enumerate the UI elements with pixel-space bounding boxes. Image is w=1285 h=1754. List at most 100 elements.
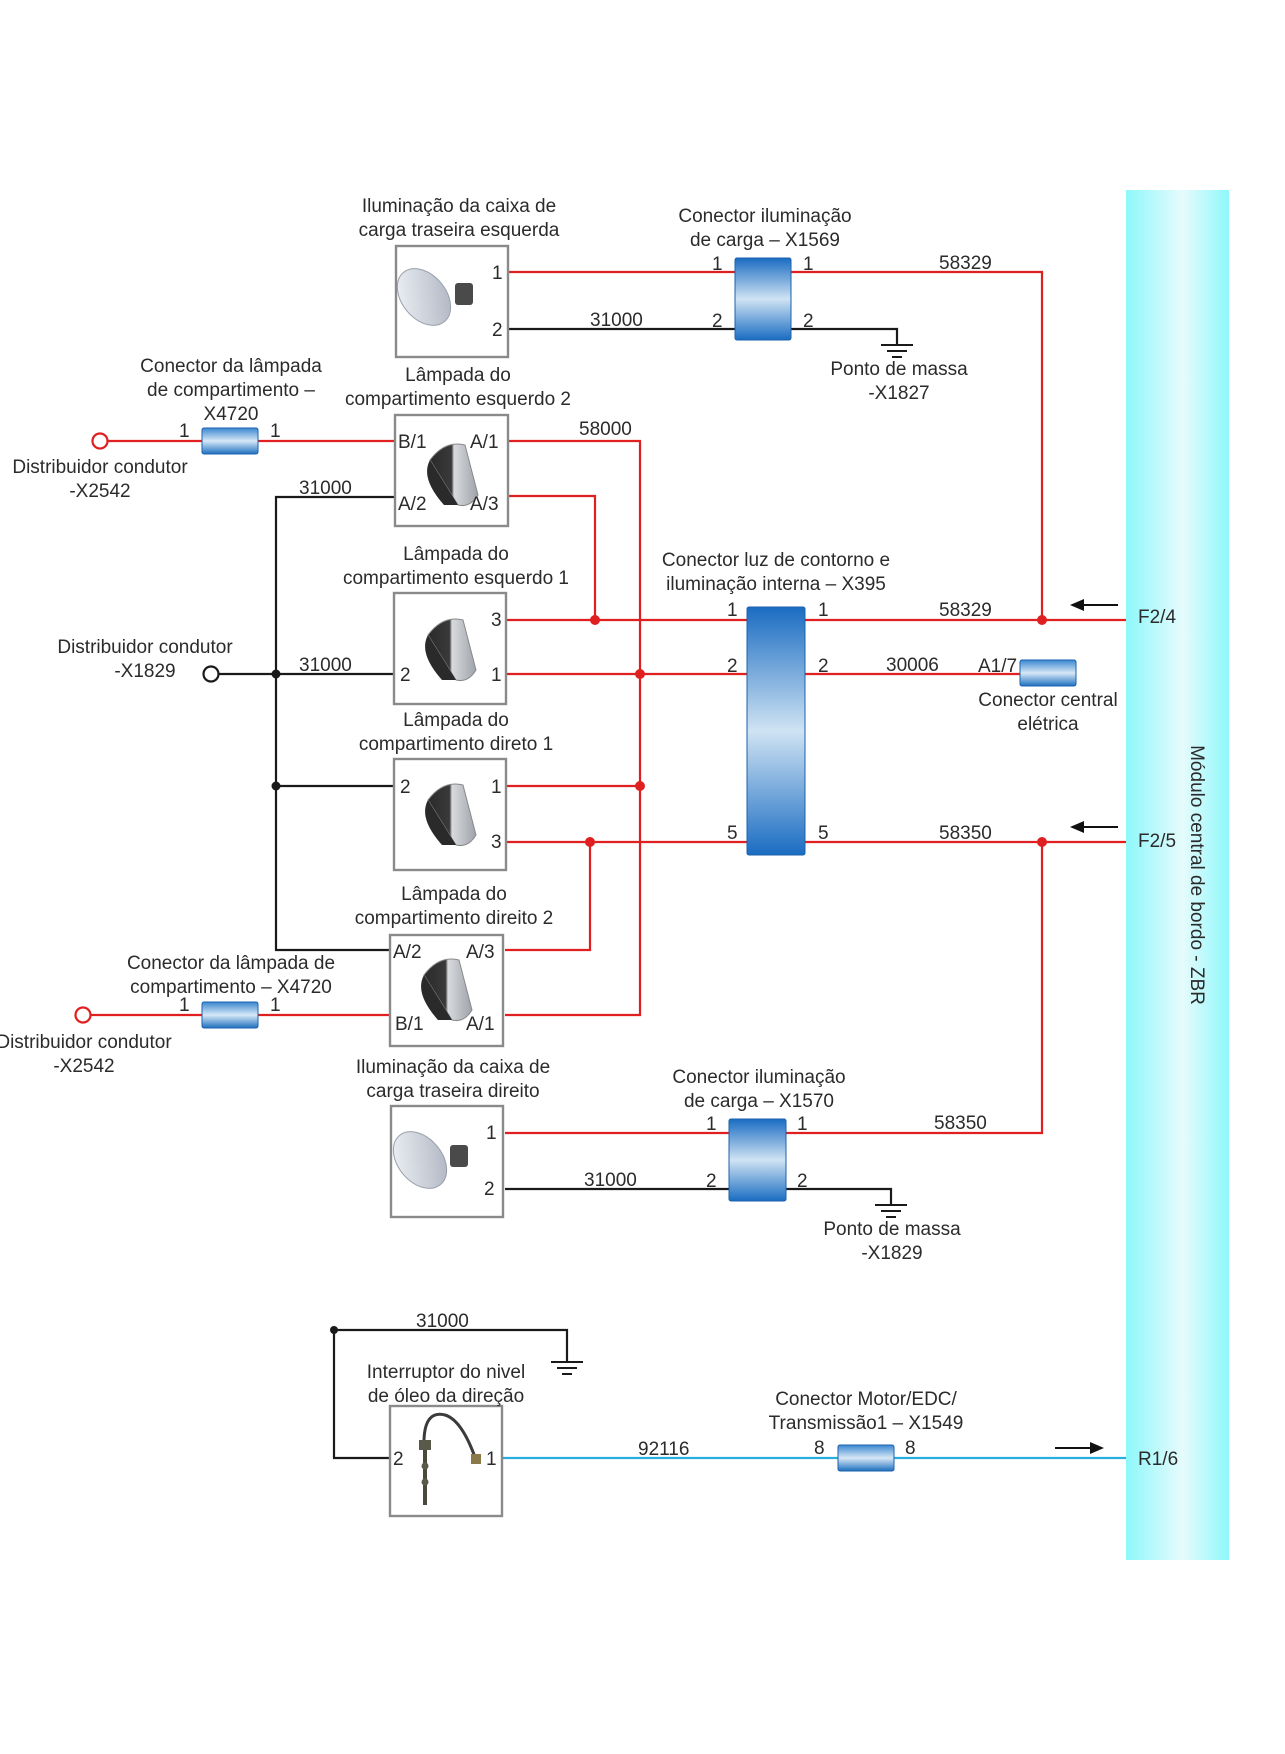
compartment-lamp-icon — [425, 783, 477, 846]
x1570-title: Conector iluminação — [672, 1067, 845, 1088]
x2542-bot-title: Distribuidor condutor — [0, 1032, 172, 1053]
pin-label: 2 — [803, 311, 814, 332]
lamp-right2-title: Lâmpada do — [401, 884, 507, 905]
connector-x395 — [746, 606, 806, 856]
distributor-terminal-icon — [202, 665, 220, 683]
ground-x1827-title: -X1827 — [868, 383, 929, 404]
wire-58000 — [505, 439, 642, 1017]
pin-label: A/2 — [398, 494, 427, 515]
pin-label: 1 — [727, 600, 738, 621]
x1569-title: Conector iluminação — [678, 206, 851, 227]
pin-label: 2 — [400, 665, 411, 686]
module-pin-f24: F2/4 — [1138, 607, 1176, 628]
module-pin-r16: R1/6 — [1138, 1449, 1178, 1470]
pin-label: A/2 — [393, 942, 422, 963]
cargo-right-title: carga traseira direito — [366, 1081, 539, 1102]
ground-x1829-title: -X1829 — [861, 1243, 922, 1264]
ground-icon — [881, 344, 913, 358]
pin-label: B/1 — [395, 1014, 424, 1035]
compartment-lamp-right-2: A/2 A/3 B/1 A/1 — [388, 933, 505, 1048]
pin-label: 8 — [814, 1438, 825, 1459]
pin-label: 2 — [400, 777, 411, 798]
wire-label: 30006 — [886, 655, 939, 676]
central-conn-title: elétrica — [1017, 714, 1079, 735]
pin-label: 1 — [818, 600, 829, 621]
central-conn-title: Conector central — [978, 690, 1117, 711]
pin-label: 1 — [712, 254, 723, 275]
pin-label: A/3 — [470, 494, 499, 515]
x1829-title: Distribuidor condutor — [57, 637, 233, 658]
x4720-top-title: de compartimento – — [147, 380, 315, 401]
compartment-lamp-icon — [427, 443, 479, 506]
junction-dot — [635, 669, 645, 679]
x1570-title: de carga – X1570 — [684, 1091, 834, 1112]
junction-dot — [1037, 615, 1047, 625]
wire-58350-bot — [505, 842, 1044, 1135]
wire-31000-top — [508, 327, 899, 345]
lamp-left2-title: compartimento esquerdo 2 — [345, 389, 571, 410]
wire-label: 58329 — [939, 253, 992, 274]
cargo-left-title: carga traseira esquerda — [359, 220, 560, 241]
wire-left2-a3 — [508, 494, 597, 620]
pin-label: 2 — [727, 656, 738, 677]
lamp-right1-title: compartimento direto 1 — [359, 734, 553, 755]
pin-label: 1 — [803, 254, 814, 275]
cargo-lamp-icon — [392, 1131, 468, 1189]
wire-31000-cargo-right — [505, 1187, 893, 1205]
wire-label: 92116 — [638, 1439, 689, 1460]
distributor-terminal-icon — [74, 1006, 92, 1024]
pin-label: 3 — [491, 610, 502, 631]
pin-label: 1 — [491, 665, 502, 686]
wire-label: 31000 — [590, 310, 643, 331]
cargo-left-title: Iluminação da caixa de — [362, 196, 556, 217]
pin-label: 2 — [712, 311, 723, 332]
ground-x1827-title: Ponto de massa — [830, 359, 968, 380]
compartment-lamp-icon — [421, 958, 473, 1021]
pin-label: 3 — [491, 832, 502, 853]
pin-label: 2 — [797, 1171, 808, 1192]
junction-dot — [635, 781, 645, 791]
connector-x4720-top — [201, 427, 259, 455]
junction-dot — [590, 615, 600, 625]
x1549-title: Conector Motor/EDC/ — [775, 1389, 957, 1410]
ground-icon — [875, 1204, 907, 1218]
connector-central-eletrica — [1019, 659, 1077, 687]
pin-label: 2 — [706, 1171, 717, 1192]
x4720-bot-title: compartimento – X4720 — [130, 977, 332, 998]
pin-label: A1/7 — [978, 656, 1017, 677]
cargo-lamp-left: 1 2 — [394, 244, 510, 359]
wire-label: 58350 — [934, 1113, 987, 1134]
pin-label: 2 — [393, 1449, 404, 1470]
compartment-lamp-left-1: 3 2 1 — [392, 591, 508, 706]
oil-switch-title: Interruptor do nivel — [367, 1362, 525, 1383]
pin-label: 1 — [797, 1114, 808, 1135]
connector-x4720-bottom — [201, 1001, 259, 1029]
wire-label: 58329 — [939, 600, 992, 621]
cargo-right-title: Iluminação da caixa de — [356, 1057, 550, 1078]
pin-label: 2 — [492, 320, 503, 341]
pin-label: A/1 — [470, 432, 499, 453]
ground-x1829-title: Ponto de massa — [823, 1219, 961, 1240]
connector-x1569 — [734, 257, 792, 341]
arrow-left-icon — [1070, 599, 1118, 611]
pin-label: 1 — [492, 263, 503, 284]
direction-arrows — [1055, 599, 1118, 1454]
lamp-left2-title: Lâmpada do — [405, 365, 511, 386]
x2542-bot-title: -X2542 — [53, 1056, 114, 1077]
ground-icon — [551, 1361, 583, 1375]
module-pin-f25: F2/5 — [1138, 831, 1176, 852]
pin-label: A/1 — [466, 1014, 495, 1035]
lamp-left1-title: Lâmpada do — [403, 544, 509, 565]
pin-label: 1 — [486, 1123, 497, 1144]
wire-label: 31000 — [299, 655, 352, 676]
pin-label: 1 — [179, 421, 190, 442]
x395-title: Conector luz de contorno e — [662, 550, 890, 571]
oil-level-sensor-icon — [419, 1412, 481, 1505]
pin-label: 2 — [484, 1179, 495, 1200]
junction-dots — [271, 615, 1047, 1334]
x4720-top-title: X4720 — [204, 404, 259, 425]
wire-label: 58000 — [579, 419, 632, 440]
compartment-lamp-icon — [425, 618, 477, 681]
oil-level-switch: 2 1 — [388, 1404, 504, 1518]
